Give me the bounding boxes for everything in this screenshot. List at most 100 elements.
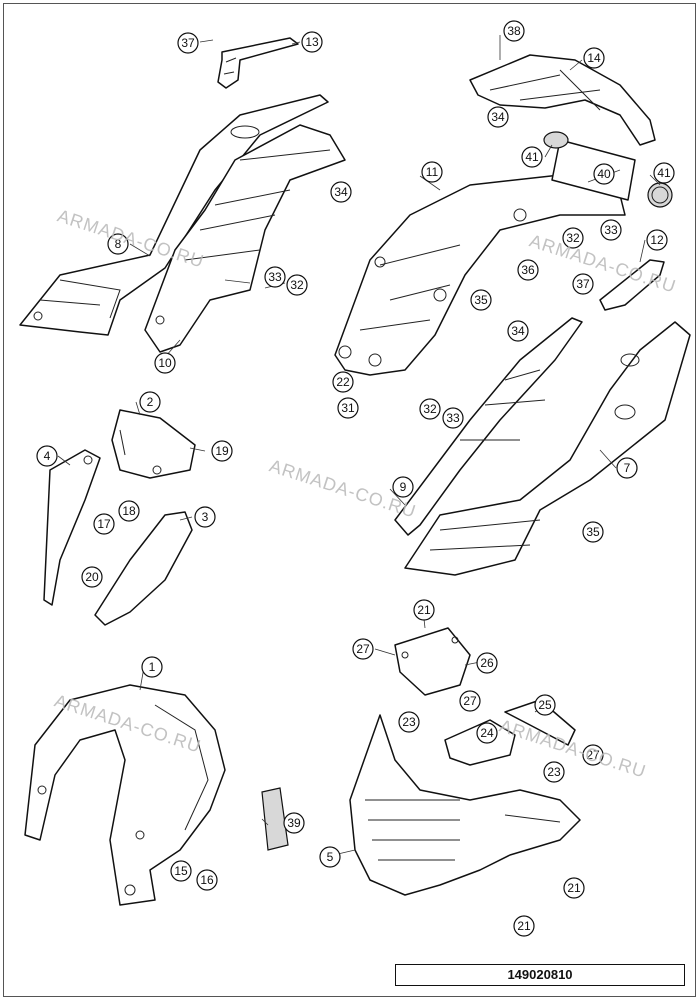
callout-label: 1 (149, 660, 156, 674)
callout-label: 33 (604, 223, 618, 237)
callout-label: 21 (567, 881, 581, 895)
callout-label: 39 (287, 816, 301, 830)
callout-label: 35 (586, 525, 600, 539)
callout-label: 41 (525, 150, 539, 164)
callout-34-a: 34 (330, 181, 352, 203)
callout-label: 27 (586, 748, 600, 762)
headlight-cover-part (111, 409, 196, 479)
callout-label: 12 (650, 233, 664, 247)
callout-22: 22 (332, 371, 354, 393)
callout-31: 31 (337, 397, 359, 419)
callout-label: 41 (657, 166, 671, 180)
callout-17: 17 (93, 513, 115, 535)
rear-cover-part (334, 174, 626, 376)
callout-label: 37 (576, 277, 590, 291)
callout-33-c: 33 (600, 219, 622, 241)
callout-27-c: 27 (582, 744, 604, 766)
callout-36: 36 (517, 259, 539, 281)
callout-35-a: 35 (470, 289, 492, 311)
callout-label: 38 (507, 24, 521, 38)
callout-label: 23 (402, 715, 416, 729)
callout-label: 2 (147, 395, 154, 409)
callout-32-b: 32 (419, 398, 441, 420)
callout-label: 18 (122, 504, 136, 518)
front-mask-part (349, 714, 581, 896)
callout-label: 11 (426, 165, 439, 179)
callout-label: 8 (115, 237, 122, 251)
grab-handle-part (217, 37, 299, 89)
callout-9: 9 (392, 476, 414, 498)
callout-label: 20 (85, 570, 99, 584)
right-fairing-trim-part (94, 511, 193, 626)
callout-37-a: 37 (177, 32, 199, 54)
callout-35-b: 35 (582, 521, 604, 543)
callout-label: 37 (181, 36, 195, 50)
callout-13: 13 (301, 31, 323, 53)
callout-label: 4 (44, 449, 51, 463)
callout-38: 38 (503, 20, 525, 42)
reflector-part (261, 787, 289, 851)
callout-19: 19 (211, 440, 233, 462)
callout-27-b: 27 (459, 690, 481, 712)
callout-label: 35 (474, 293, 488, 307)
callout-2: 2 (139, 391, 161, 413)
callout-37-b: 37 (572, 273, 594, 295)
callout-bubbles: 1 2 3 4 5 7 8 9 10 11 12 13 14 15 16 17 … (36, 20, 675, 937)
headlight-bracket-part (444, 699, 576, 766)
callout-27-a: 27 (352, 638, 374, 660)
callout-label: 14 (587, 51, 601, 65)
callout-label: 22 (336, 375, 350, 389)
callout-label: 27 (356, 642, 370, 656)
callout-1: 1 (141, 656, 163, 678)
callout-label: 13 (305, 35, 319, 49)
left-frame-part (144, 124, 346, 353)
callout-label: 33 (446, 411, 460, 425)
callout-label: 33 (268, 270, 282, 284)
rear-rack-part (469, 54, 656, 146)
callout-23-a: 23 (398, 711, 420, 733)
callout-14: 14 (583, 47, 605, 69)
callout-25: 25 (534, 694, 556, 716)
callout-label: 26 (480, 656, 494, 670)
callout-41-b: 41 (653, 162, 675, 184)
plate-bracket-part (543, 131, 673, 208)
callout-16: 16 (196, 869, 218, 891)
callout-label: 25 (538, 698, 552, 712)
callout-label: 7 (624, 461, 631, 475)
right-grab-handle-part (599, 259, 665, 311)
callout-label: 27 (463, 694, 477, 708)
callout-15: 15 (170, 860, 192, 882)
callout-label: 16 (200, 873, 214, 887)
callout-10: 10 (154, 352, 176, 374)
callout-label: 34 (511, 324, 525, 338)
callout-40: 40 (593, 163, 615, 185)
callout-label: 23 (547, 765, 561, 779)
callout-label: 32 (566, 231, 580, 245)
callout-label: 24 (480, 726, 494, 740)
callout-5: 5 (319, 846, 341, 868)
left-side-panel-part (19, 94, 329, 336)
callout-8: 8 (107, 233, 129, 255)
callout-label: 31 (341, 401, 355, 415)
right-side-panel-part (404, 321, 691, 576)
left-fairing-trim-part (43, 449, 101, 606)
callout-label: 21 (417, 603, 431, 617)
callout-label: 21 (517, 919, 531, 933)
callout-label: 34 (491, 110, 505, 124)
callout-3: 3 (194, 506, 216, 528)
callout-label: 32 (423, 402, 437, 416)
callout-label: 15 (174, 864, 188, 878)
callout-34-c: 34 (507, 320, 529, 342)
callout-label: 40 (597, 167, 611, 181)
callout-label: 32 (290, 278, 304, 292)
callout-21-b: 21 (563, 877, 585, 899)
callout-label: 5 (327, 850, 334, 864)
right-frame-part (394, 317, 583, 536)
callout-32-c: 32 (562, 227, 584, 249)
callout-label: 9 (400, 480, 407, 494)
callout-label: 17 (97, 517, 111, 531)
callout-11: 11 (421, 161, 443, 183)
callout-label: 19 (215, 444, 229, 458)
